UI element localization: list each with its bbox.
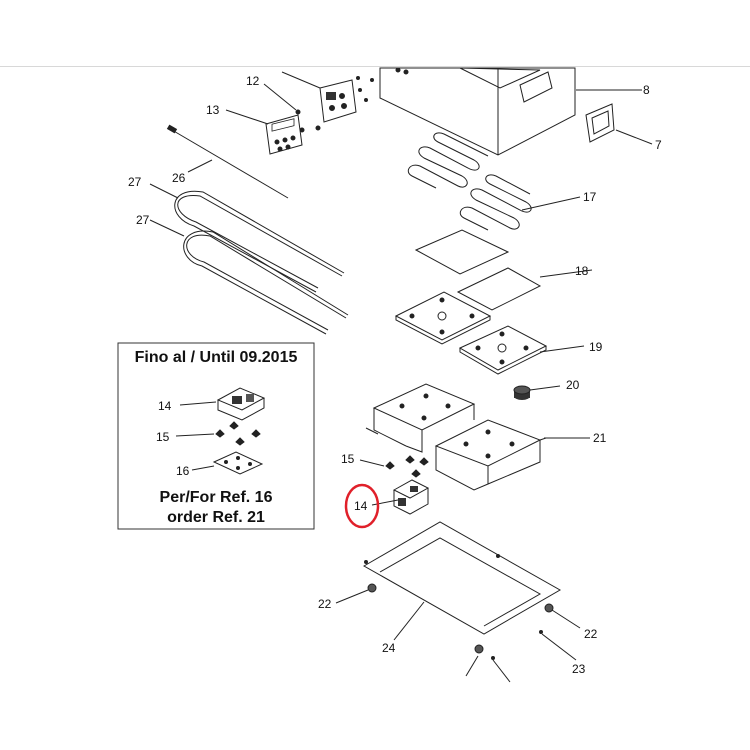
part-19-plate-lower <box>458 325 548 375</box>
part-control-panel <box>319 76 374 123</box>
part-14-board <box>392 479 430 515</box>
label-13: 13 <box>206 103 220 117</box>
part-18-sheet-upper <box>414 229 510 275</box>
inset-label-14: 14 <box>158 399 172 413</box>
label-8: 8 <box>643 83 650 97</box>
inset-box: Fino al / Until 09.2015 14 15 16 <box>117 342 315 530</box>
label-17: 17 <box>583 190 597 204</box>
part-19-plate-upper <box>394 291 492 345</box>
part-12-screws <box>295 109 321 133</box>
highlight-circle <box>344 483 380 529</box>
label-27-upper: 27 <box>128 175 142 189</box>
part-23-screws <box>465 630 543 683</box>
label-15: 15 <box>341 452 355 466</box>
inset-board-14 <box>216 387 266 421</box>
label-24: 24 <box>382 641 396 655</box>
part-7-frame <box>585 103 615 143</box>
label-27-lower: 27 <box>136 213 150 227</box>
inset-note-line2: order Ref. 21 <box>167 509 265 526</box>
inset-note-line1: Per/For Ref. 16 <box>160 489 273 506</box>
inset-spacers-15 <box>215 421 261 446</box>
inset-label-15: 15 <box>156 430 170 444</box>
part-17-heating-element-lower <box>459 174 532 231</box>
label-23: 23 <box>572 662 586 676</box>
label-20: 20 <box>566 378 580 392</box>
part-22-nuts <box>367 583 554 654</box>
label-21: 21 <box>593 431 607 445</box>
label-12: 12 <box>246 74 260 88</box>
part-15-spacers <box>385 455 429 478</box>
part-24-bottom-plate <box>362 521 562 635</box>
label-26: 26 <box>172 171 186 185</box>
part-20-knob <box>513 385 531 400</box>
label-19: 19 <box>589 340 603 354</box>
part-labels: 8 7 12 13 26 27 27 17 18 19 20 21 15 14 … <box>128 74 662 676</box>
top-divider <box>0 66 750 67</box>
part-17-heating-element-upper <box>407 132 489 189</box>
part-8-housing <box>379 67 576 156</box>
leader-lines <box>149 71 653 661</box>
label-22-left: 22 <box>318 597 332 611</box>
label-18: 18 <box>575 264 589 278</box>
inset-label-16: 16 <box>176 464 190 478</box>
part-21-base-right <box>434 419 547 491</box>
part-21-base-left <box>365 383 476 453</box>
inset-title: Fino al / Until 09.2015 <box>135 349 298 366</box>
inset-plate-16 <box>212 451 264 475</box>
part-26-probe <box>166 124 289 199</box>
part-18-sheet-lower <box>456 267 542 311</box>
label-22-right: 22 <box>584 627 598 641</box>
label-7: 7 <box>655 138 662 152</box>
part-27-cable-upper <box>174 190 345 293</box>
label-14: 14 <box>354 499 368 513</box>
part-13-keypad <box>265 114 303 155</box>
part-27-cable-lower <box>183 230 349 335</box>
